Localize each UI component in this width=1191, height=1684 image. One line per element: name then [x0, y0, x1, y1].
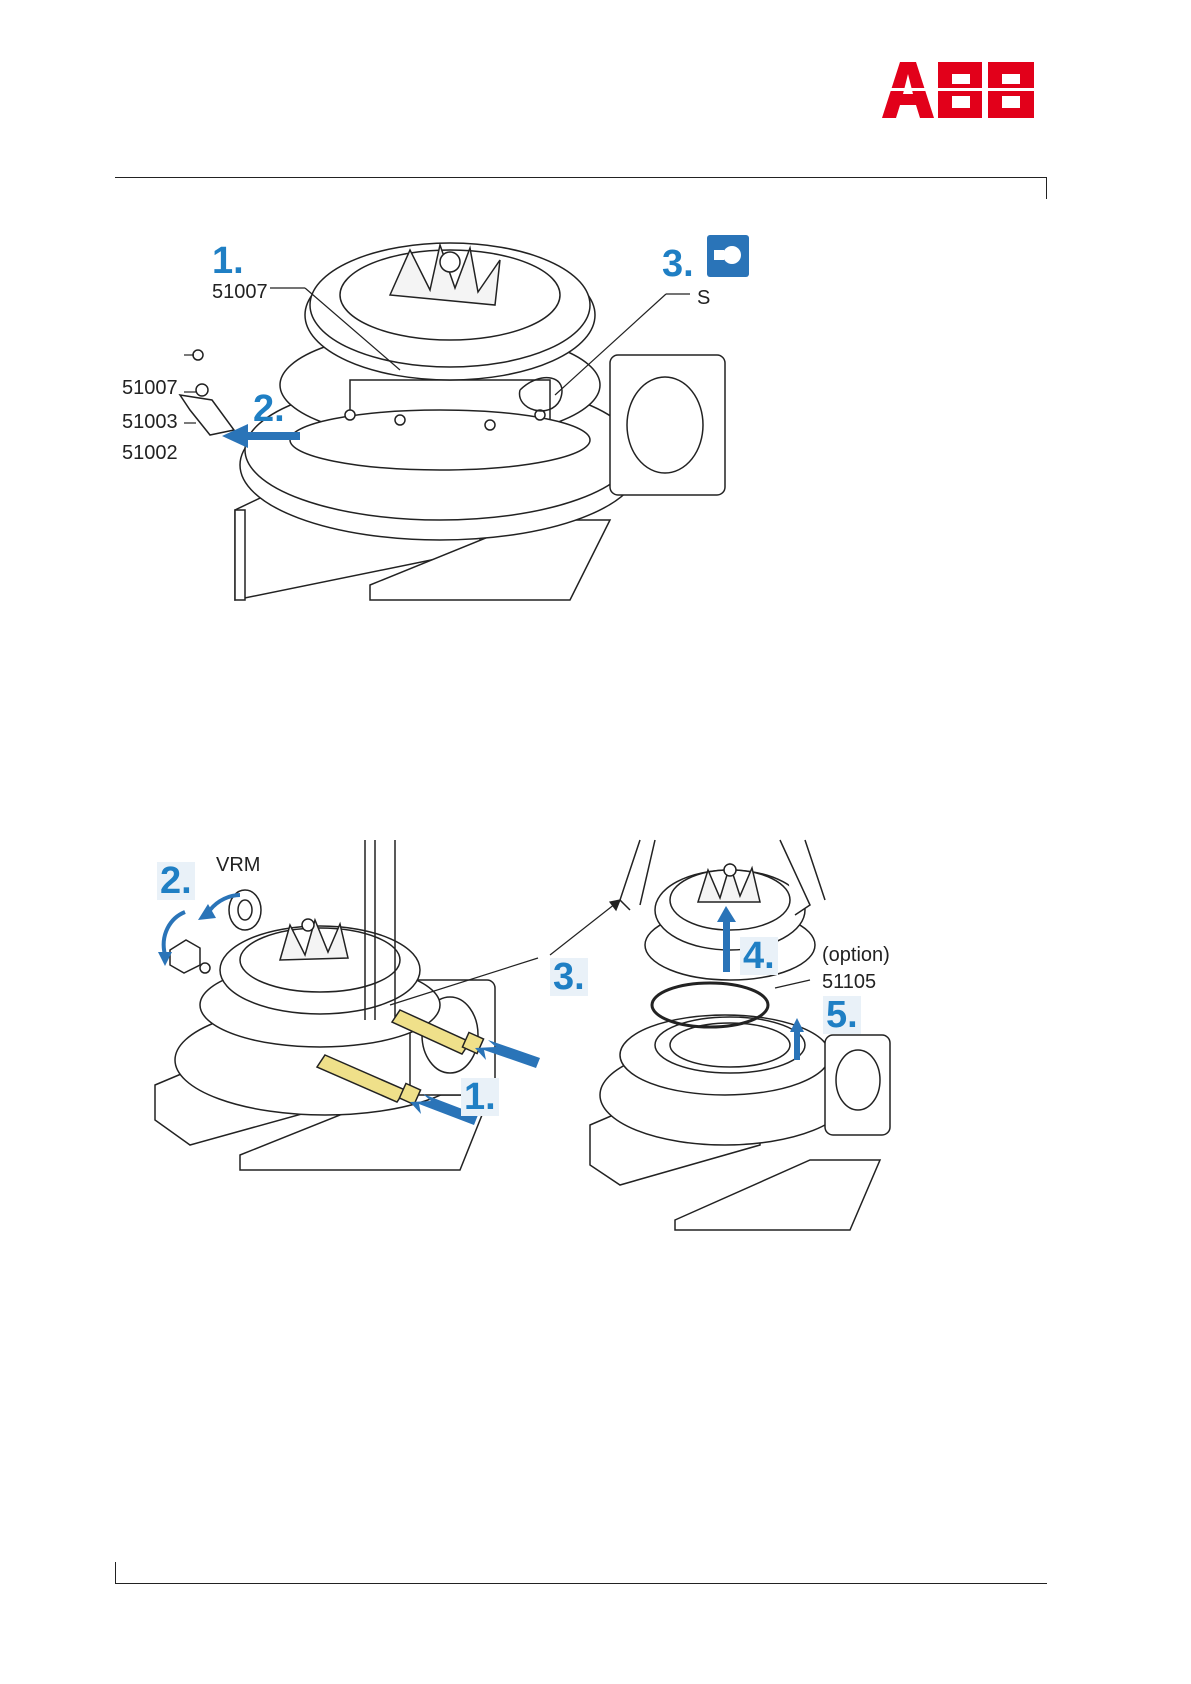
figure1-part-nut-side: 51007 [122, 378, 178, 398]
figure1-step-2: 2. [253, 390, 285, 428]
turbocharger-figure-2-right [580, 840, 920, 1230]
figure2-step-1: 1. [461, 1078, 499, 1116]
header-rule-tick [1046, 177, 1047, 199]
turbocharger-figure-1 [110, 220, 750, 610]
figure1-part-washer: 51003 [122, 412, 178, 432]
figure2-step-4: 4. [740, 937, 778, 975]
figure1-step-1: 1. [212, 242, 244, 280]
footer-rule [115, 1583, 1047, 1584]
figure2-step-5: 5. [823, 996, 861, 1034]
figure1-step-3: 3. [662, 245, 694, 283]
abb-logo [880, 60, 1040, 120]
figure2-label-option: (option) [822, 945, 890, 965]
figure1-part-plate: 51002 [122, 443, 178, 463]
figure2-label-vrm: VRM [216, 855, 260, 875]
turbocharger-figure-2-left [140, 840, 560, 1170]
figure1-part-tool: S [697, 288, 710, 308]
figure1-part-nut-top: 51007 [212, 282, 268, 302]
figure2-label-seal: 51105 [822, 972, 876, 992]
figure2-step-2: 2. [157, 862, 195, 900]
header-rule [115, 177, 1047, 178]
footer-rule-tick [115, 1562, 116, 1584]
